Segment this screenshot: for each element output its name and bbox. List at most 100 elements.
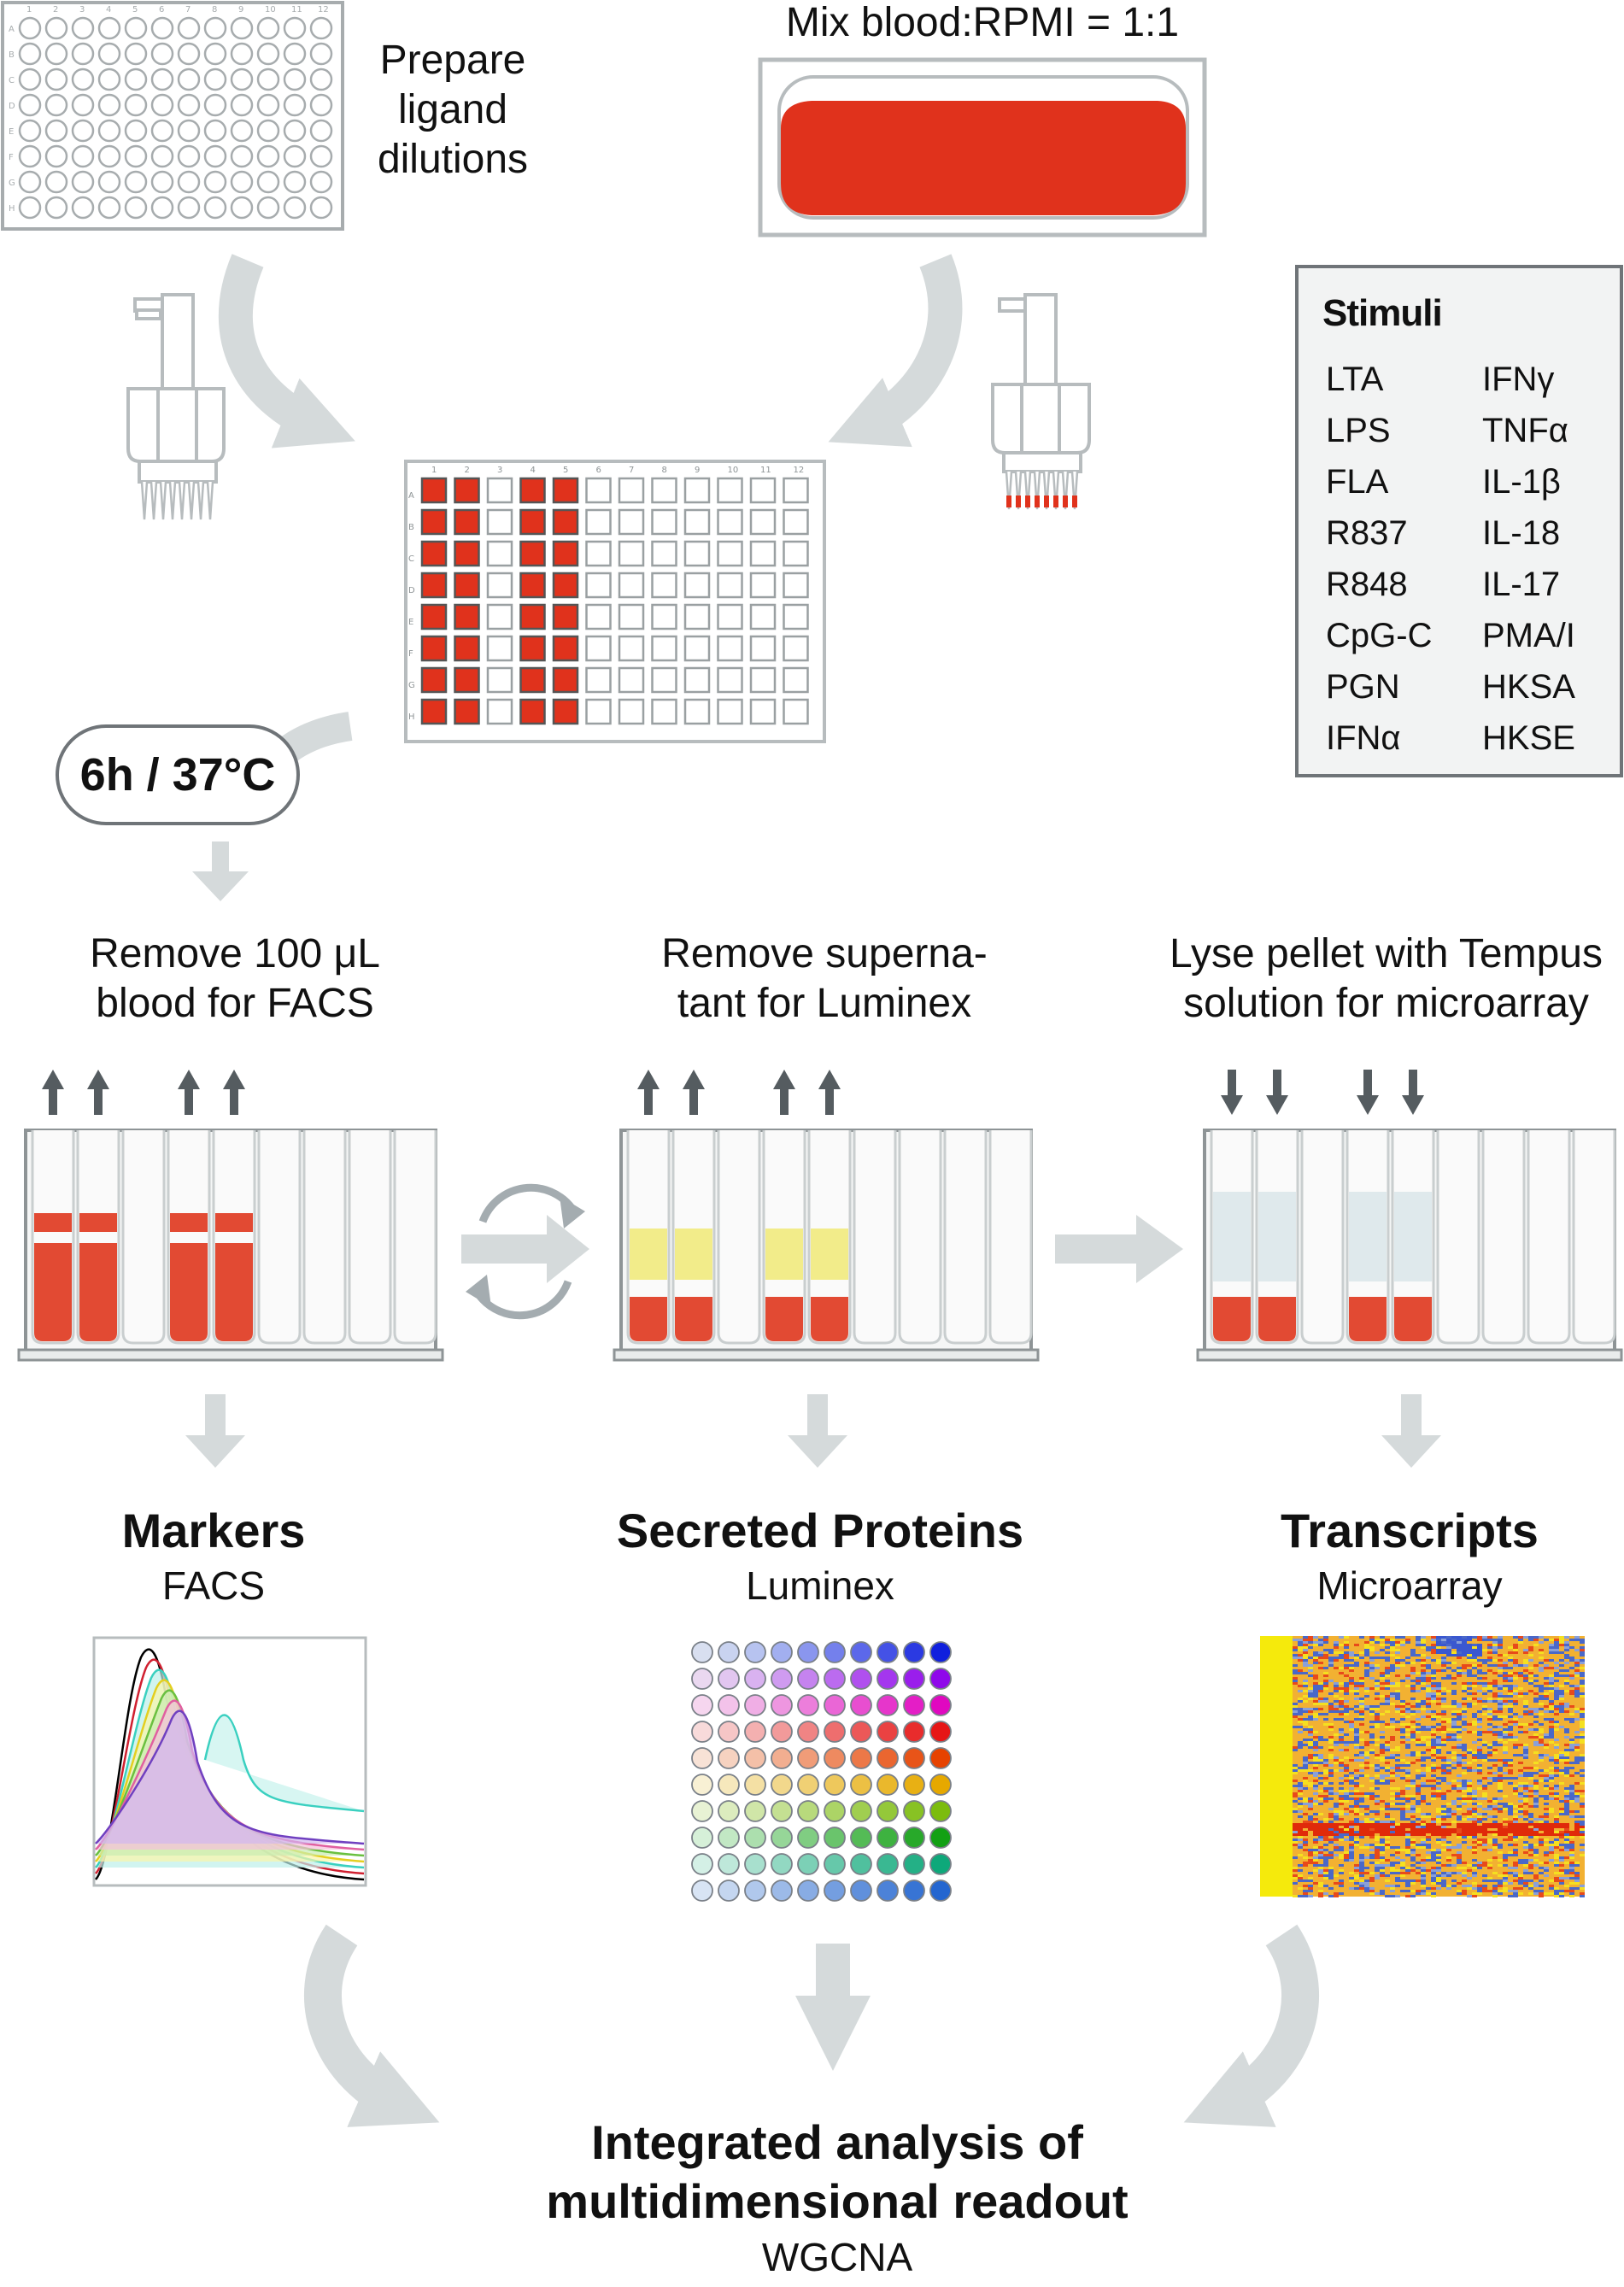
heatmap-cell — [1492, 1733, 1498, 1736]
heatmap-cell — [1323, 1831, 1328, 1833]
heatmap-cell — [1518, 1672, 1523, 1674]
heatmap-cell — [1416, 1854, 1421, 1856]
heatmap-cell — [1503, 1772, 1508, 1774]
heatmap-cell — [1569, 1815, 1574, 1818]
heatmap-cell — [1554, 1892, 1559, 1895]
heatmap-cell — [1431, 1682, 1436, 1685]
heatmap-cell — [1554, 1739, 1559, 1741]
heatmap-cell — [1508, 1890, 1513, 1892]
heatmap-cell — [1400, 1644, 1405, 1646]
heatmap-cell — [1569, 1795, 1574, 1797]
heatmap-cell — [1457, 1828, 1462, 1831]
heatmap-cell — [1441, 1836, 1446, 1838]
heatmap-cell — [1303, 1823, 1308, 1826]
remove-supernatant-label: Remove superna- tant for Luminex — [661, 931, 988, 1026]
heatmap-cell — [1349, 1831, 1354, 1833]
heatmap-cell — [1303, 1685, 1308, 1687]
heatmap-cell — [1359, 1759, 1364, 1762]
heatmap-cell — [1313, 1780, 1318, 1782]
heatmap-cell — [1380, 1826, 1385, 1828]
heatmap-cell — [1544, 1682, 1549, 1685]
heatmap-cell — [1544, 1851, 1549, 1854]
heatmap-cell — [1308, 1690, 1313, 1692]
heatmap-cell — [1539, 1731, 1544, 1733]
heatmap-cell — [1549, 1680, 1554, 1682]
heatmap-cell — [1559, 1674, 1564, 1677]
heatmap-cell — [1313, 1785, 1318, 1787]
heatmap-cell — [1344, 1838, 1349, 1841]
heatmap-cell — [1359, 1869, 1364, 1872]
heatmap-cell — [1498, 1767, 1503, 1769]
luminex-dot — [850, 1694, 872, 1716]
heatmap-cell — [1369, 1641, 1375, 1644]
heatmap-cell — [1354, 1867, 1359, 1869]
heatmap-cell — [1436, 1838, 1441, 1841]
heatmap-cell — [1513, 1844, 1518, 1846]
heatmap-cell — [1487, 1669, 1492, 1672]
heatmap-cell — [1405, 1762, 1410, 1764]
heatmap-cell — [1349, 1787, 1354, 1790]
heatmap-cell — [1339, 1795, 1344, 1797]
heatmap-cell — [1539, 1685, 1544, 1687]
heatmap-cell — [1492, 1718, 1498, 1721]
heatmap-cell — [1385, 1710, 1390, 1713]
heatmap-cell — [1421, 1726, 1426, 1728]
heatmap-cell — [1375, 1726, 1380, 1728]
heatmap-cell — [1533, 1833, 1539, 1836]
col-label: 9 — [238, 5, 243, 15]
luminex-dot — [824, 1641, 846, 1663]
heatmap-cell — [1528, 1831, 1533, 1833]
heatmap-cell — [1580, 1736, 1585, 1739]
heatmap-cell — [1441, 1641, 1446, 1644]
heatmap-cell — [1380, 1890, 1385, 1892]
heatmap-cell — [1334, 1710, 1339, 1713]
heatmap-cell — [1349, 1879, 1354, 1882]
heatmap-cell — [1513, 1736, 1518, 1739]
heatmap-cell — [1518, 1726, 1523, 1728]
heatmap-cell — [1431, 1651, 1436, 1654]
heatmap-cell — [1477, 1821, 1482, 1823]
heatmap-cell — [1477, 1690, 1482, 1692]
heatmap-cell — [1533, 1751, 1539, 1754]
heatmap-cell — [1334, 1849, 1339, 1851]
heatmap-cell — [1523, 1659, 1528, 1662]
heatmap-cell — [1293, 1682, 1298, 1685]
heatmap-cell — [1451, 1728, 1457, 1731]
heatmap-cell — [1400, 1710, 1405, 1713]
heatmap-cell — [1323, 1826, 1328, 1828]
heatmap-cell — [1569, 1746, 1574, 1749]
heatmap-cell — [1400, 1641, 1405, 1644]
heatmap-cell — [1380, 1767, 1385, 1769]
heatmap-cell — [1308, 1885, 1313, 1887]
heatmap-cell — [1375, 1826, 1380, 1828]
stimulated-well — [420, 635, 448, 662]
heatmap-cell — [1359, 1887, 1364, 1890]
luminex-dot — [744, 1694, 766, 1716]
heatmap-cell — [1467, 1780, 1472, 1782]
empty-well — [717, 540, 743, 567]
luminex-dot — [929, 1668, 952, 1690]
heatmap-cell — [1410, 1780, 1416, 1782]
heatmap-cell — [1539, 1838, 1544, 1841]
heatmap-cell — [1574, 1823, 1580, 1826]
heatmap-cell — [1431, 1726, 1436, 1728]
heatmap-cell — [1574, 1872, 1580, 1874]
heatmap-cell — [1523, 1749, 1528, 1751]
heatmap-cell — [1375, 1754, 1380, 1756]
heatmap-cell — [1416, 1828, 1421, 1831]
heatmap-cell — [1508, 1674, 1513, 1677]
heatmap-cell — [1451, 1641, 1457, 1644]
heatmap-cell — [1385, 1700, 1390, 1703]
heatmap-cell — [1359, 1805, 1364, 1808]
heatmap-cell — [1354, 1710, 1359, 1713]
heatmap-cell — [1426, 1815, 1431, 1818]
plate-well — [124, 196, 148, 220]
heatmap-cell — [1492, 1879, 1498, 1882]
stimulated-well — [420, 540, 448, 567]
heatmap-cell — [1369, 1797, 1375, 1800]
heatmap-cell — [1421, 1867, 1426, 1869]
empty-well — [717, 666, 743, 694]
heatmap-cell — [1339, 1700, 1344, 1703]
heatmap-cell — [1569, 1851, 1574, 1854]
heatmap-cell — [1339, 1864, 1344, 1867]
